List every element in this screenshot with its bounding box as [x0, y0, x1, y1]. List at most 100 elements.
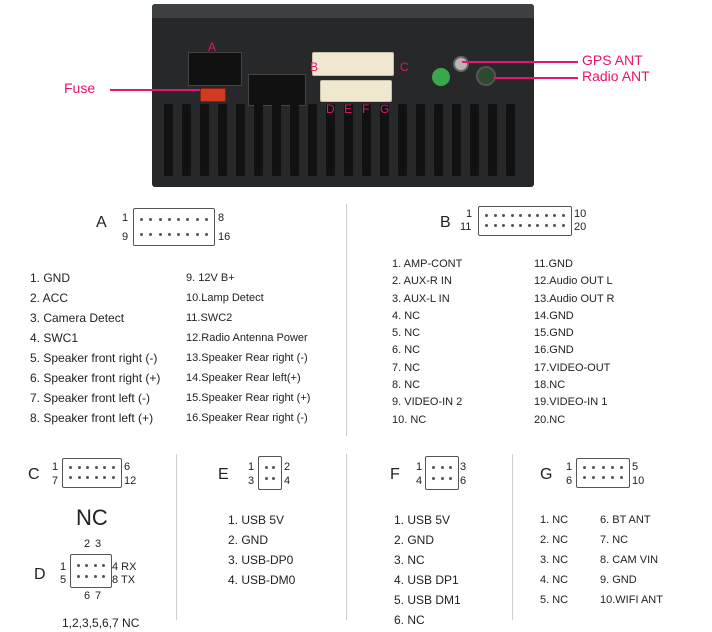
pin-item: 1. AMP-CONT [392, 258, 463, 270]
pin-item: 4. USB-DM0 [228, 573, 296, 587]
pin-item: 4. NC [392, 309, 421, 322]
pin-item: 1. NC [540, 514, 569, 526]
pin-item: 6. BT ANT [600, 514, 651, 526]
pin-label: 4 [284, 475, 291, 487]
pin-label: 4 RX [112, 561, 137, 573]
head-unit-photo [152, 4, 534, 187]
connector-g-pins-left: 1. NC 2. NC 3. NC 4. NC 5. NC [540, 510, 568, 610]
connector-e-pins: 1. USB 5V 2. GND 3. USB-DP0 4. USB-DM0 [228, 510, 295, 590]
divider-e-f [346, 454, 347, 620]
pin-item: 9. GND [600, 574, 637, 586]
fuse-label: Fuse [64, 80, 96, 96]
connector-b-pins-right: 11.GND 12.Audio OUT L 13.Audio OUT R 14.… [534, 256, 615, 429]
connector-f-title: F [390, 466, 400, 483]
pin-item: 12.Radio Antenna Power [186, 332, 308, 344]
pin-label: 16 [218, 231, 231, 243]
connector-a-socket [188, 52, 242, 86]
connector-c-diagram [62, 458, 122, 488]
pin-item: 9. VIDEO-IN 2 [392, 396, 463, 409]
callout-g: G [380, 102, 390, 116]
pin-item: 5. NC [392, 327, 421, 340]
pin-item: 20.NC [534, 413, 566, 426]
callout-e: E [344, 102, 353, 116]
pin-item: 16.Speaker Rear right (-) [186, 412, 308, 424]
pin-label: 1 [60, 561, 67, 573]
pin-item: 3. USB-DP0 [228, 553, 294, 567]
pin-item: 18.NC [534, 379, 566, 392]
pin-item: 3. AUX-L IN [392, 292, 450, 305]
pin-item: 14.Speaker Rear left(+) [186, 372, 301, 384]
divider-ab [346, 204, 347, 436]
pin-item: 10.WIFI ANT [600, 594, 663, 606]
gps-label: GPS ANT [582, 52, 643, 68]
pin-label: 1 [466, 208, 473, 220]
callout-c: C [400, 60, 409, 74]
pin-label: 5 [632, 461, 639, 473]
pin-item: 5. USB DM1 [394, 593, 461, 607]
pin-item: 10.Lamp Detect [186, 292, 264, 304]
pin-item: 5. NC [540, 594, 569, 606]
pin-item: 6. NC [394, 613, 425, 627]
pin-item: 8. CAM VIN [600, 554, 659, 566]
pin-label: 7 [95, 590, 102, 602]
connector-d-diagram [70, 554, 112, 588]
pin-item: 2. ACC [30, 291, 69, 305]
plug-b [312, 52, 394, 76]
connector-a-title: A [96, 214, 107, 231]
divider-f-g [512, 454, 513, 620]
pin-label: 3 [95, 538, 102, 550]
pin-item: 3. NC [394, 553, 425, 567]
connector-g-title: G [540, 466, 553, 483]
callout-b: B [310, 60, 319, 74]
callout-f: F [362, 102, 370, 116]
connector-c-title: C [28, 466, 40, 483]
pin-item: 8. Speaker front left (+) [30, 411, 154, 425]
gps-leader-line [462, 61, 578, 63]
pin-item: 1. GND [30, 271, 71, 285]
pin-item: 2. GND [228, 533, 269, 547]
pin-item: 1. USB 5V [228, 513, 285, 527]
pin-item: 10. NC [392, 413, 427, 426]
callout-d: D [326, 102, 335, 116]
pin-item: 17.VIDEO-OUT [534, 361, 611, 374]
pin-item: 4. NC [540, 574, 569, 586]
pin-item: 2. AUX-R IN [392, 275, 452, 288]
pin-item: 13.Audio OUT R [534, 292, 615, 305]
pin-label: 12 [124, 475, 137, 487]
pin-label: 2 [284, 461, 291, 473]
divider-cd-e [176, 454, 177, 620]
pin-label: 10 [632, 475, 645, 487]
pin-label: 8 TX [112, 574, 136, 586]
pin-item: 8. NC [392, 379, 421, 392]
callout-a: A [208, 40, 217, 54]
connector-b-title: B [440, 214, 451, 231]
connector-c-note: NC [76, 505, 108, 530]
connector-e-title: E [218, 466, 229, 483]
pin-item: 7. Speaker front left (-) [30, 391, 151, 405]
connector-a-pins-left: 1. GND 2. ACC 3. Camera Detect 4. SWC1 5… [30, 268, 160, 428]
pin-label: 11 [460, 221, 472, 233]
radio-leader-line [494, 77, 578, 79]
pin-item: 15.Speaker Rear right (+) [186, 392, 311, 404]
pin-item: 7. NC [600, 534, 629, 546]
pin-label: 1 [566, 461, 573, 473]
connector-g-pins-right: 6. BT ANT 7. NC 8. CAM VIN 9. GND 10.WIF… [600, 510, 663, 610]
pin-label: 9 [122, 231, 129, 243]
pin-item: 6. Speaker front right (+) [30, 371, 161, 385]
pin-label: 10 [574, 208, 587, 220]
connector-e-diagram [258, 456, 282, 490]
pin-item: 15.GND [534, 327, 574, 340]
pin-label: 6 [566, 475, 573, 487]
pin-label: 1 [52, 461, 59, 473]
pin-item: 5. Speaker front right (-) [30, 351, 158, 365]
connector-a-pins-right: 9. 12V B+ 10.Lamp Detect 11.SWC2 12.Radi… [186, 268, 310, 428]
pin-label: 6 [84, 590, 91, 602]
pin-label: 8 [218, 212, 225, 224]
pin-item: 12.Audio OUT L [534, 275, 613, 288]
pin-item: 7. NC [392, 361, 421, 374]
fuse-body [200, 88, 226, 102]
connector-g-diagram [576, 458, 630, 488]
pin-item: 9. 12V B+ [186, 272, 235, 284]
radio-label: Radio ANT [582, 68, 650, 84]
pin-item: 3. NC [540, 554, 569, 566]
